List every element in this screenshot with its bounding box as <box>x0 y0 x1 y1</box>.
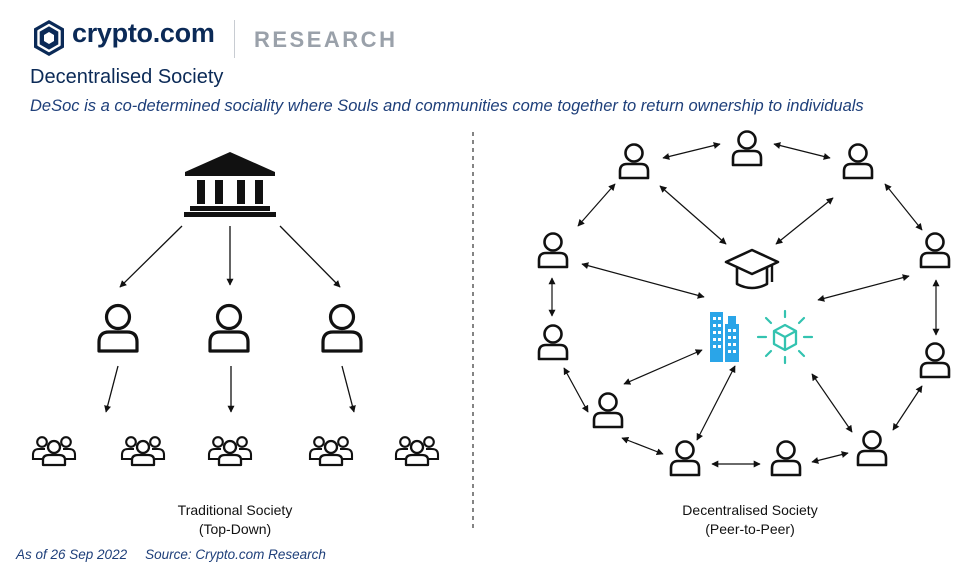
person-icon <box>537 232 569 269</box>
crypto-com-logo <box>32 19 66 62</box>
section-label: RESEARCH <box>254 27 398 52</box>
group-icon <box>31 436 77 467</box>
blockchain-cube-icon <box>756 309 814 365</box>
caption-line: Traditional Society <box>177 502 293 518</box>
page-title: Decentralised Society <box>30 66 224 88</box>
footer-note: As of 26 Sep 2022 Source: Crypto.com Rese… <box>16 547 326 562</box>
decentralised-society-caption: Decentralised Society (Peer-to-Peer) <box>640 501 860 539</box>
group-icon <box>394 436 440 467</box>
person-icon <box>770 440 802 477</box>
person-icon <box>856 430 888 467</box>
footer-date: As of 26 Sep 2022 <box>16 547 128 562</box>
group-icon <box>308 436 354 467</box>
person-icon <box>919 232 951 269</box>
person-icon <box>321 303 363 353</box>
arrow <box>104 365 119 413</box>
caption-line: Decentralised Society <box>682 502 818 518</box>
person-icon <box>731 130 763 167</box>
person-icon <box>842 143 874 180</box>
person-icon <box>97 303 139 353</box>
group-icon <box>207 436 253 467</box>
caption-line: (Top-Down) <box>198 521 272 537</box>
arrow <box>341 365 356 413</box>
person-icon <box>592 392 624 429</box>
institution-icon <box>184 152 276 217</box>
arrow <box>119 225 183 288</box>
group-icon <box>120 436 166 467</box>
footer-source: Source: Crypto.com Research <box>145 547 326 562</box>
person-icon <box>669 440 701 477</box>
caption-line: (Peer-to-Peer) <box>705 521 795 537</box>
arrow <box>279 225 341 288</box>
graduation-cap-icon <box>724 248 780 290</box>
header-divider <box>234 20 235 58</box>
brand-name: crypto.com <box>72 18 215 48</box>
traditional-society-caption: Traditional Society (Top-Down) <box>125 501 345 539</box>
page-subtitle: DeSoc is a co-determined sociality where… <box>30 97 864 115</box>
person-icon <box>208 303 250 353</box>
person-icon <box>537 324 569 361</box>
person-icon <box>919 342 951 379</box>
office-buildings-icon <box>710 312 739 362</box>
person-icon <box>618 143 650 180</box>
peer-arrows <box>548 142 940 468</box>
